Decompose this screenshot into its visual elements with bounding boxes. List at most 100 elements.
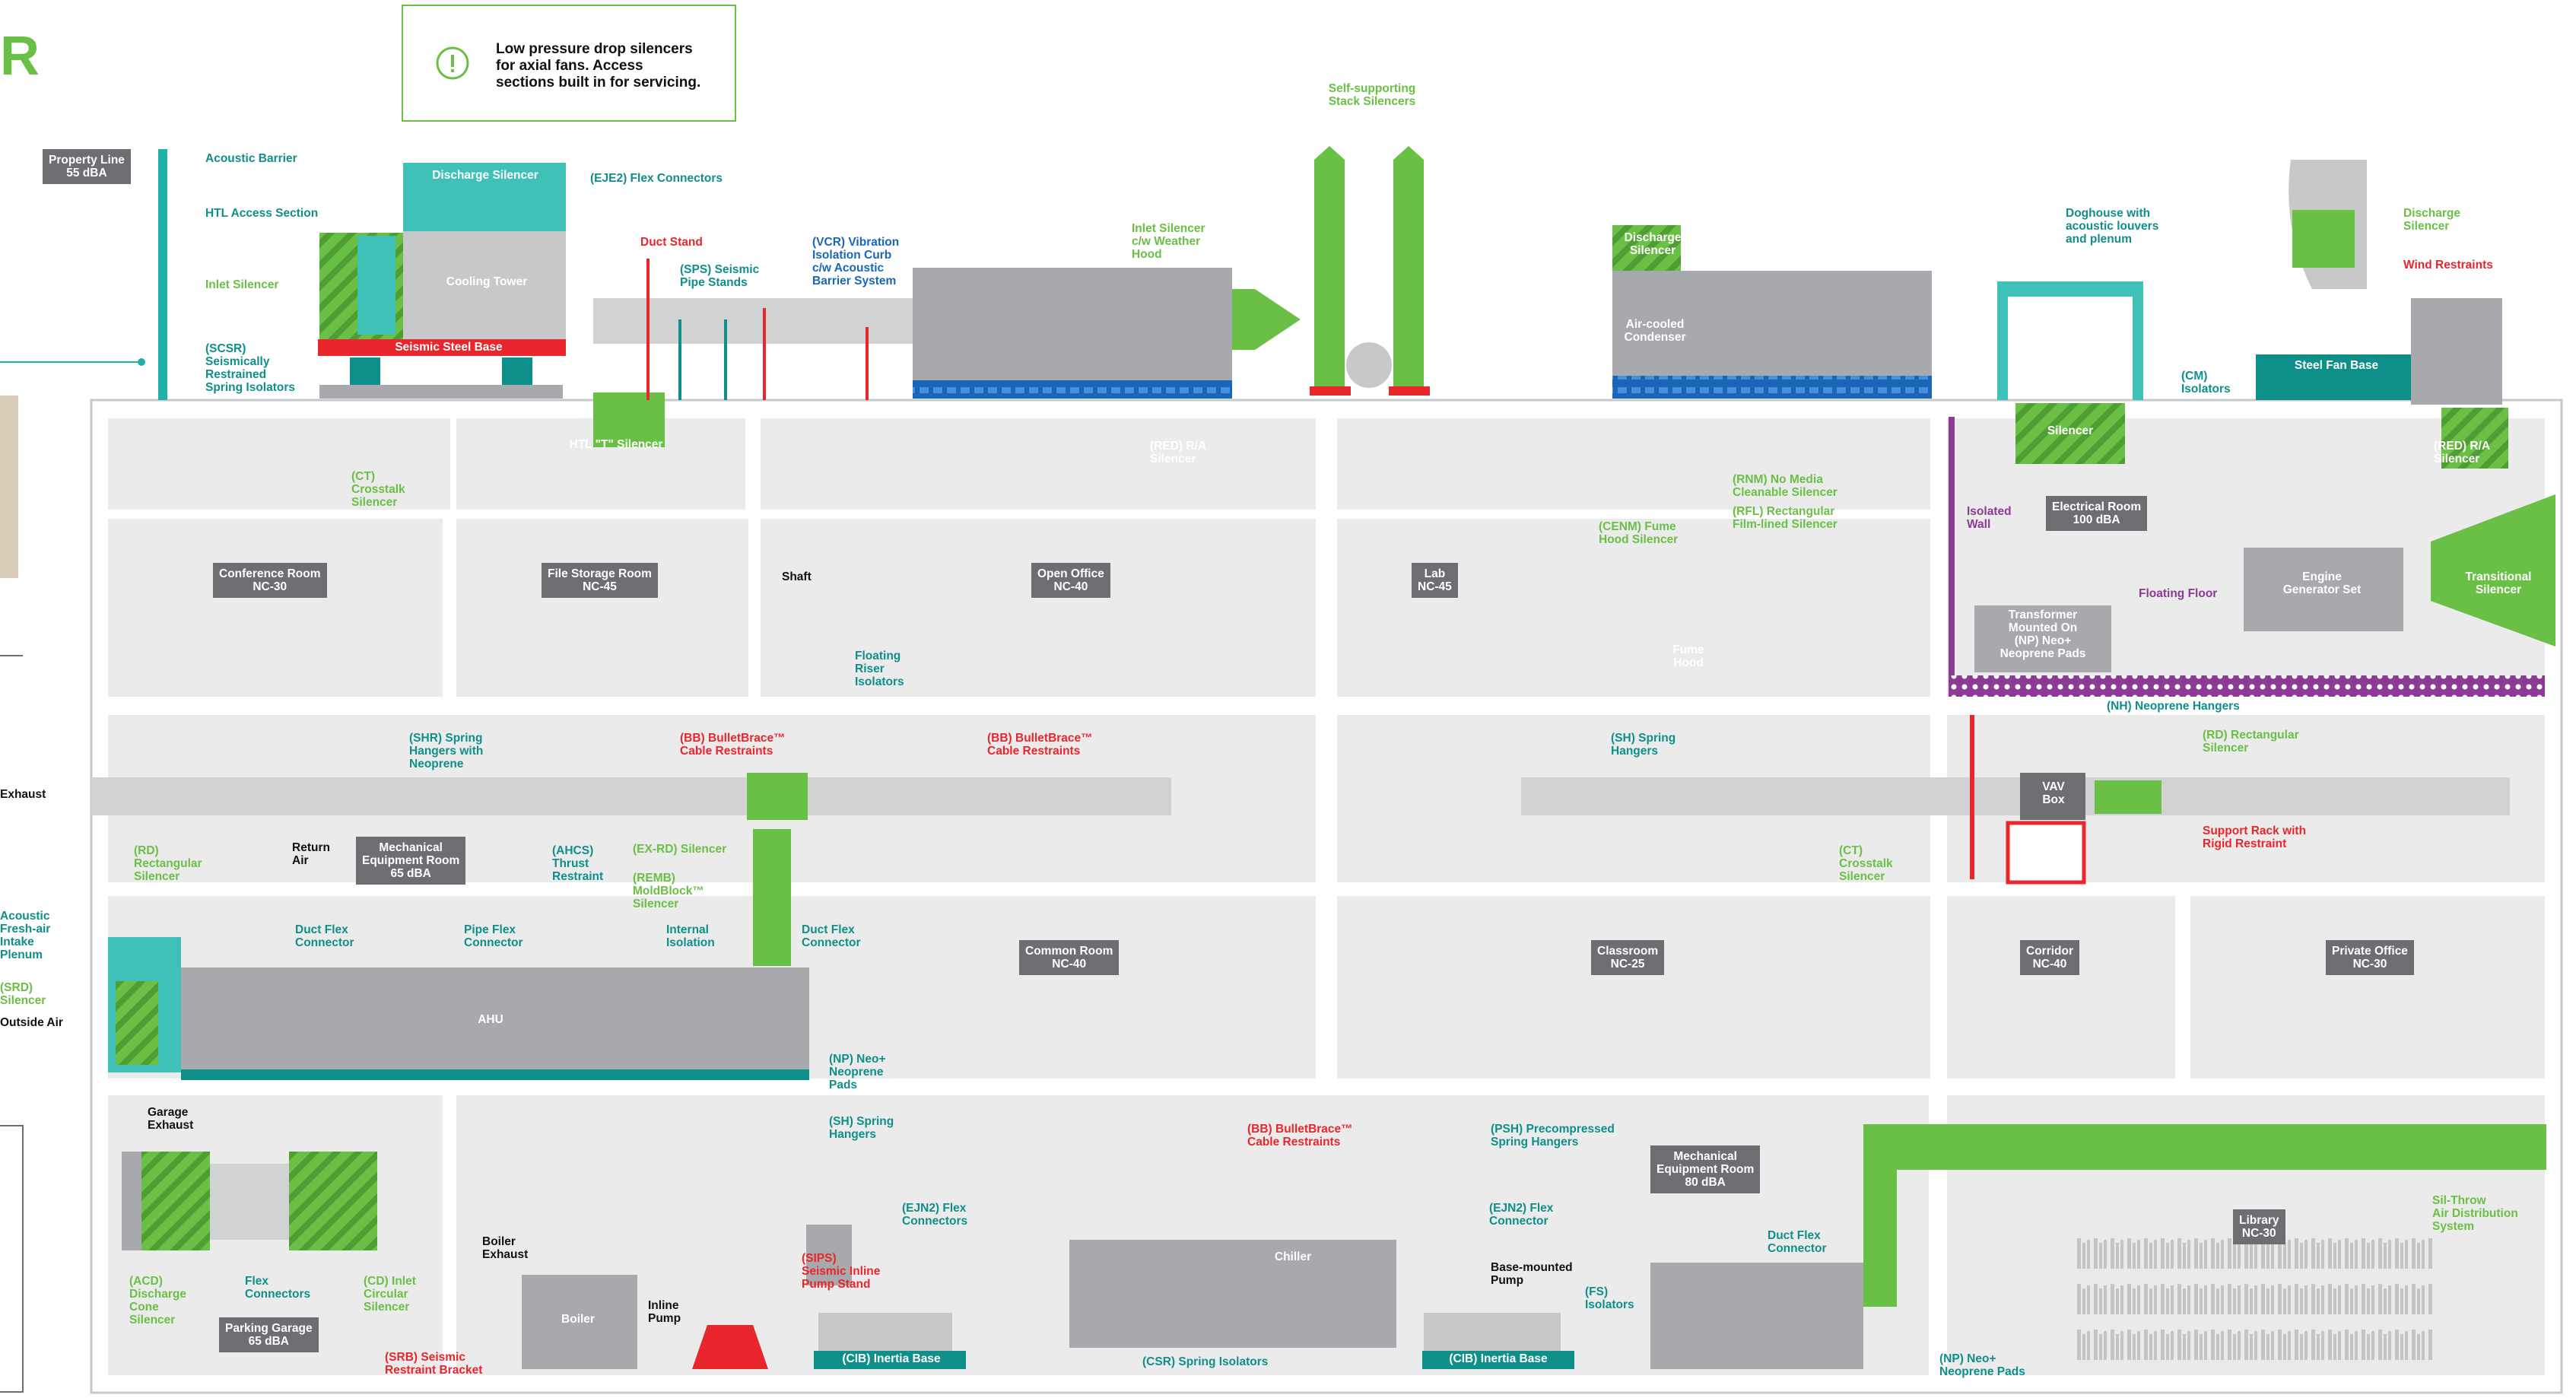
room-tag-library: Library NC-30: [2233, 1209, 2285, 1244]
label-boiler-exhaust: Boiler Exhaust: [482, 1235, 529, 1261]
info-callout: Low pressure drop silencers for axial fa…: [402, 5, 736, 122]
roof-ductwork: [593, 259, 1301, 447]
label-acd: (ACD) Discharge Cone Silencer: [129, 1275, 186, 1327]
label-cenm: (CENM) Fume Hood Silencer: [1599, 520, 1679, 546]
equip-cooling-tower: Cooling Tower: [446, 275, 528, 288]
label-wind: Wind Restraints: [2403, 259, 2493, 272]
lower-mech-equipment: [122, 1124, 2546, 1369]
label-rd-right: (RD) Rectangular Silencer: [2203, 729, 2299, 755]
label-discharge-fan: Discharge Silencer: [2403, 207, 2460, 233]
equip-silencer-electrical: Silencer: [2047, 424, 2094, 437]
room-tag-file-storage: File Storage Room NC-45: [542, 563, 658, 598]
equip-seismic-steel-base: Seismic Steel Base: [395, 341, 503, 354]
equip-cib-left: (CIB) Inertia Base: [842, 1352, 941, 1365]
label-floating-riser: Floating Riser Isolators: [855, 650, 904, 688]
room-tag-mech-80: Mechanical Equipment Room 80 dBA: [1650, 1145, 1761, 1193]
equip-boiler: Boiler: [561, 1313, 595, 1326]
label-acoustic-barrier: Acoustic Barrier: [205, 152, 297, 165]
room-tag-parking: Parking Garage 65 dBA: [219, 1317, 319, 1352]
equip-transformer: Transformer Mounted On (NP) Neo+ Neopren…: [1999, 608, 2086, 660]
label-cd: (CD) Inlet Circular Silencer: [364, 1275, 416, 1314]
label-garage-exhaust: Garage Exhaust: [148, 1106, 194, 1132]
label-inlet-hood: Inlet Silencer c/w Weather Hood: [1132, 222, 1205, 261]
equip-discharge-silencer-tower: Discharge Silencer: [432, 169, 538, 182]
label-bb1: (BB) BulletBrace™ Cable Restraints: [680, 732, 786, 758]
label-doghouse: Doghouse with acoustic louvers and plenu…: [2066, 207, 2159, 246]
label-cm: (CM) Isolators: [2181, 370, 2231, 396]
label-base-pump: Base-mounted Pump: [1491, 1261, 1573, 1287]
label-shaft: Shaft: [782, 570, 812, 583]
equip-air-cooled-condenser: Air-cooled Condenser: [1624, 318, 1686, 344]
room-tag-common: Common Room NC-40: [1019, 940, 1120, 975]
label-internal-iso: Internal Isolation: [666, 923, 715, 949]
equip-engine-generator: Engine Generator Set: [2282, 570, 2362, 596]
label-srd: (SRD) Silencer: [0, 981, 46, 1007]
label-red-ra-left: (RED) R/A Silencer: [1150, 440, 1207, 465]
electrical-room: [1949, 417, 2545, 697]
label-isolated-wall: Isolated Wall: [1967, 505, 2012, 531]
label-ejn2-right: (EJN2) Flex Connector: [1489, 1202, 1554, 1228]
room-tag-conference: Conference Room NC-30: [213, 563, 327, 598]
equip-chiller: Chiller: [1274, 1250, 1312, 1263]
label-inline-pump: Inline Pump: [648, 1299, 681, 1325]
label-duct-stand: Duct Stand: [640, 236, 703, 249]
label-ct-top: (CT) Crosstalk Silencer: [351, 470, 405, 509]
room-tag-lab: Lab NC-45: [1412, 563, 1458, 598]
label-pipe-flex: Pipe Flex Connector: [464, 923, 523, 949]
label-np-mid: (NP) Neo+ Neoprene Pads: [829, 1053, 886, 1091]
label-fresh-air: Acoustic Fresh-air Intake Plenum: [0, 910, 51, 961]
alert-circle-icon: [436, 46, 469, 80]
label-duct-flex-3: Duct Flex Connector: [1768, 1229, 1827, 1255]
label-bb3: (BB) BulletBrace™ Cable Restraints: [1247, 1123, 1353, 1149]
equip-steel-fan-base: Steel Fan Base: [2294, 359, 2379, 372]
label-fs: (FS) Isolators: [1585, 1285, 1634, 1311]
label-outside-air: Outside Air: [0, 1016, 63, 1029]
equip-discharge-silencer-condenser: Discharge Silencer: [1624, 231, 1682, 257]
label-ahcs: (AHCS) Thrust Restraint: [552, 844, 604, 883]
label-csr: (CSR) Spring Isolators: [1142, 1355, 1269, 1368]
ahu-assembly: [108, 937, 809, 1080]
label-red-ra-right: (RED) R/A Silencer: [2434, 440, 2491, 465]
room-tag-classroom: Classroom NC-25: [1591, 940, 1665, 975]
room-tag-mech-65: Mechanical Equipment Room 65 dBA: [356, 837, 466, 885]
room-tag-private-office: Private Office NC-30: [2326, 940, 2414, 975]
room-tag-corridor: Corridor NC-40: [2020, 940, 2079, 975]
label-exhaust: Exhaust: [0, 788, 46, 801]
cooling-tower: [318, 163, 566, 399]
label-rd-left: (RD) Rectangular Silencer: [134, 844, 202, 883]
level2-ducts: [91, 715, 2510, 966]
acoustic-barrier: [0, 149, 167, 1393]
label-inlet-silencer: Inlet Silencer: [205, 278, 279, 291]
label-floating-floor: Floating Floor: [2139, 587, 2218, 600]
label-bb2: (BB) BulletBrace™ Cable Restraints: [987, 732, 1093, 758]
room-tag-electrical: Electrical Room 100 dBA: [2046, 496, 2148, 531]
label-return-air: Return Air: [292, 841, 330, 867]
equip-vav-box: VAV Box: [2042, 780, 2065, 806]
label-ct-mid: (CT) Crosstalk Silencer: [1839, 844, 1893, 883]
label-scsr: (SCSR) Seismically Restrained Spring Iso…: [205, 342, 295, 394]
equip-cib-right: (CIB) Inertia Base: [1449, 1352, 1548, 1365]
brand-logo-fragment: R: [0, 26, 40, 87]
electrical-rooftop: [1997, 160, 2555, 647]
label-rnm: (RNM) No Media Cleanable Silencer: [1733, 473, 1838, 499]
room-tag-property-line: Property Line 55 dBA: [43, 149, 131, 184]
label-ejn2-left: (EJN2) Flex Connectors: [902, 1202, 968, 1228]
callout-text: Low pressure drop silencers for axial fa…: [496, 41, 701, 91]
label-flex-connectors: Flex Connectors: [245, 1275, 311, 1301]
label-psh: (PSH) Precompressed Spring Hangers: [1491, 1123, 1615, 1149]
label-remb: (REMB) MoldBlock™ Silencer: [633, 872, 704, 910]
label-vcr: (VCR) Vibration Isolation Curb c/w Acous…: [812, 236, 900, 288]
label-shr: (SHR) Spring Hangers with Neoprene: [409, 732, 484, 770]
label-duct-flex-2: Duct Flex Connector: [802, 923, 861, 949]
label-sh-bottom: (SH) Spring Hangers: [829, 1115, 894, 1141]
stack-silencers: [1310, 146, 1430, 396]
label-nh: (NH) Neoprene Hangers: [2107, 700, 2240, 713]
equip-fume-hood: Fume Hood: [1672, 643, 1704, 669]
label-stack: Self-supporting Stack Silencers: [1328, 82, 1416, 108]
label-sil-throw: Sil-Throw Air Distribution System: [2432, 1194, 2518, 1233]
condenser: [1612, 225, 1932, 399]
room-tag-open-office: Open Office NC-40: [1031, 563, 1110, 598]
equip-transitional-silencer: Transitional Silencer: [2465, 570, 2532, 596]
label-duct-flex-1: Duct Flex Connector: [295, 923, 354, 949]
